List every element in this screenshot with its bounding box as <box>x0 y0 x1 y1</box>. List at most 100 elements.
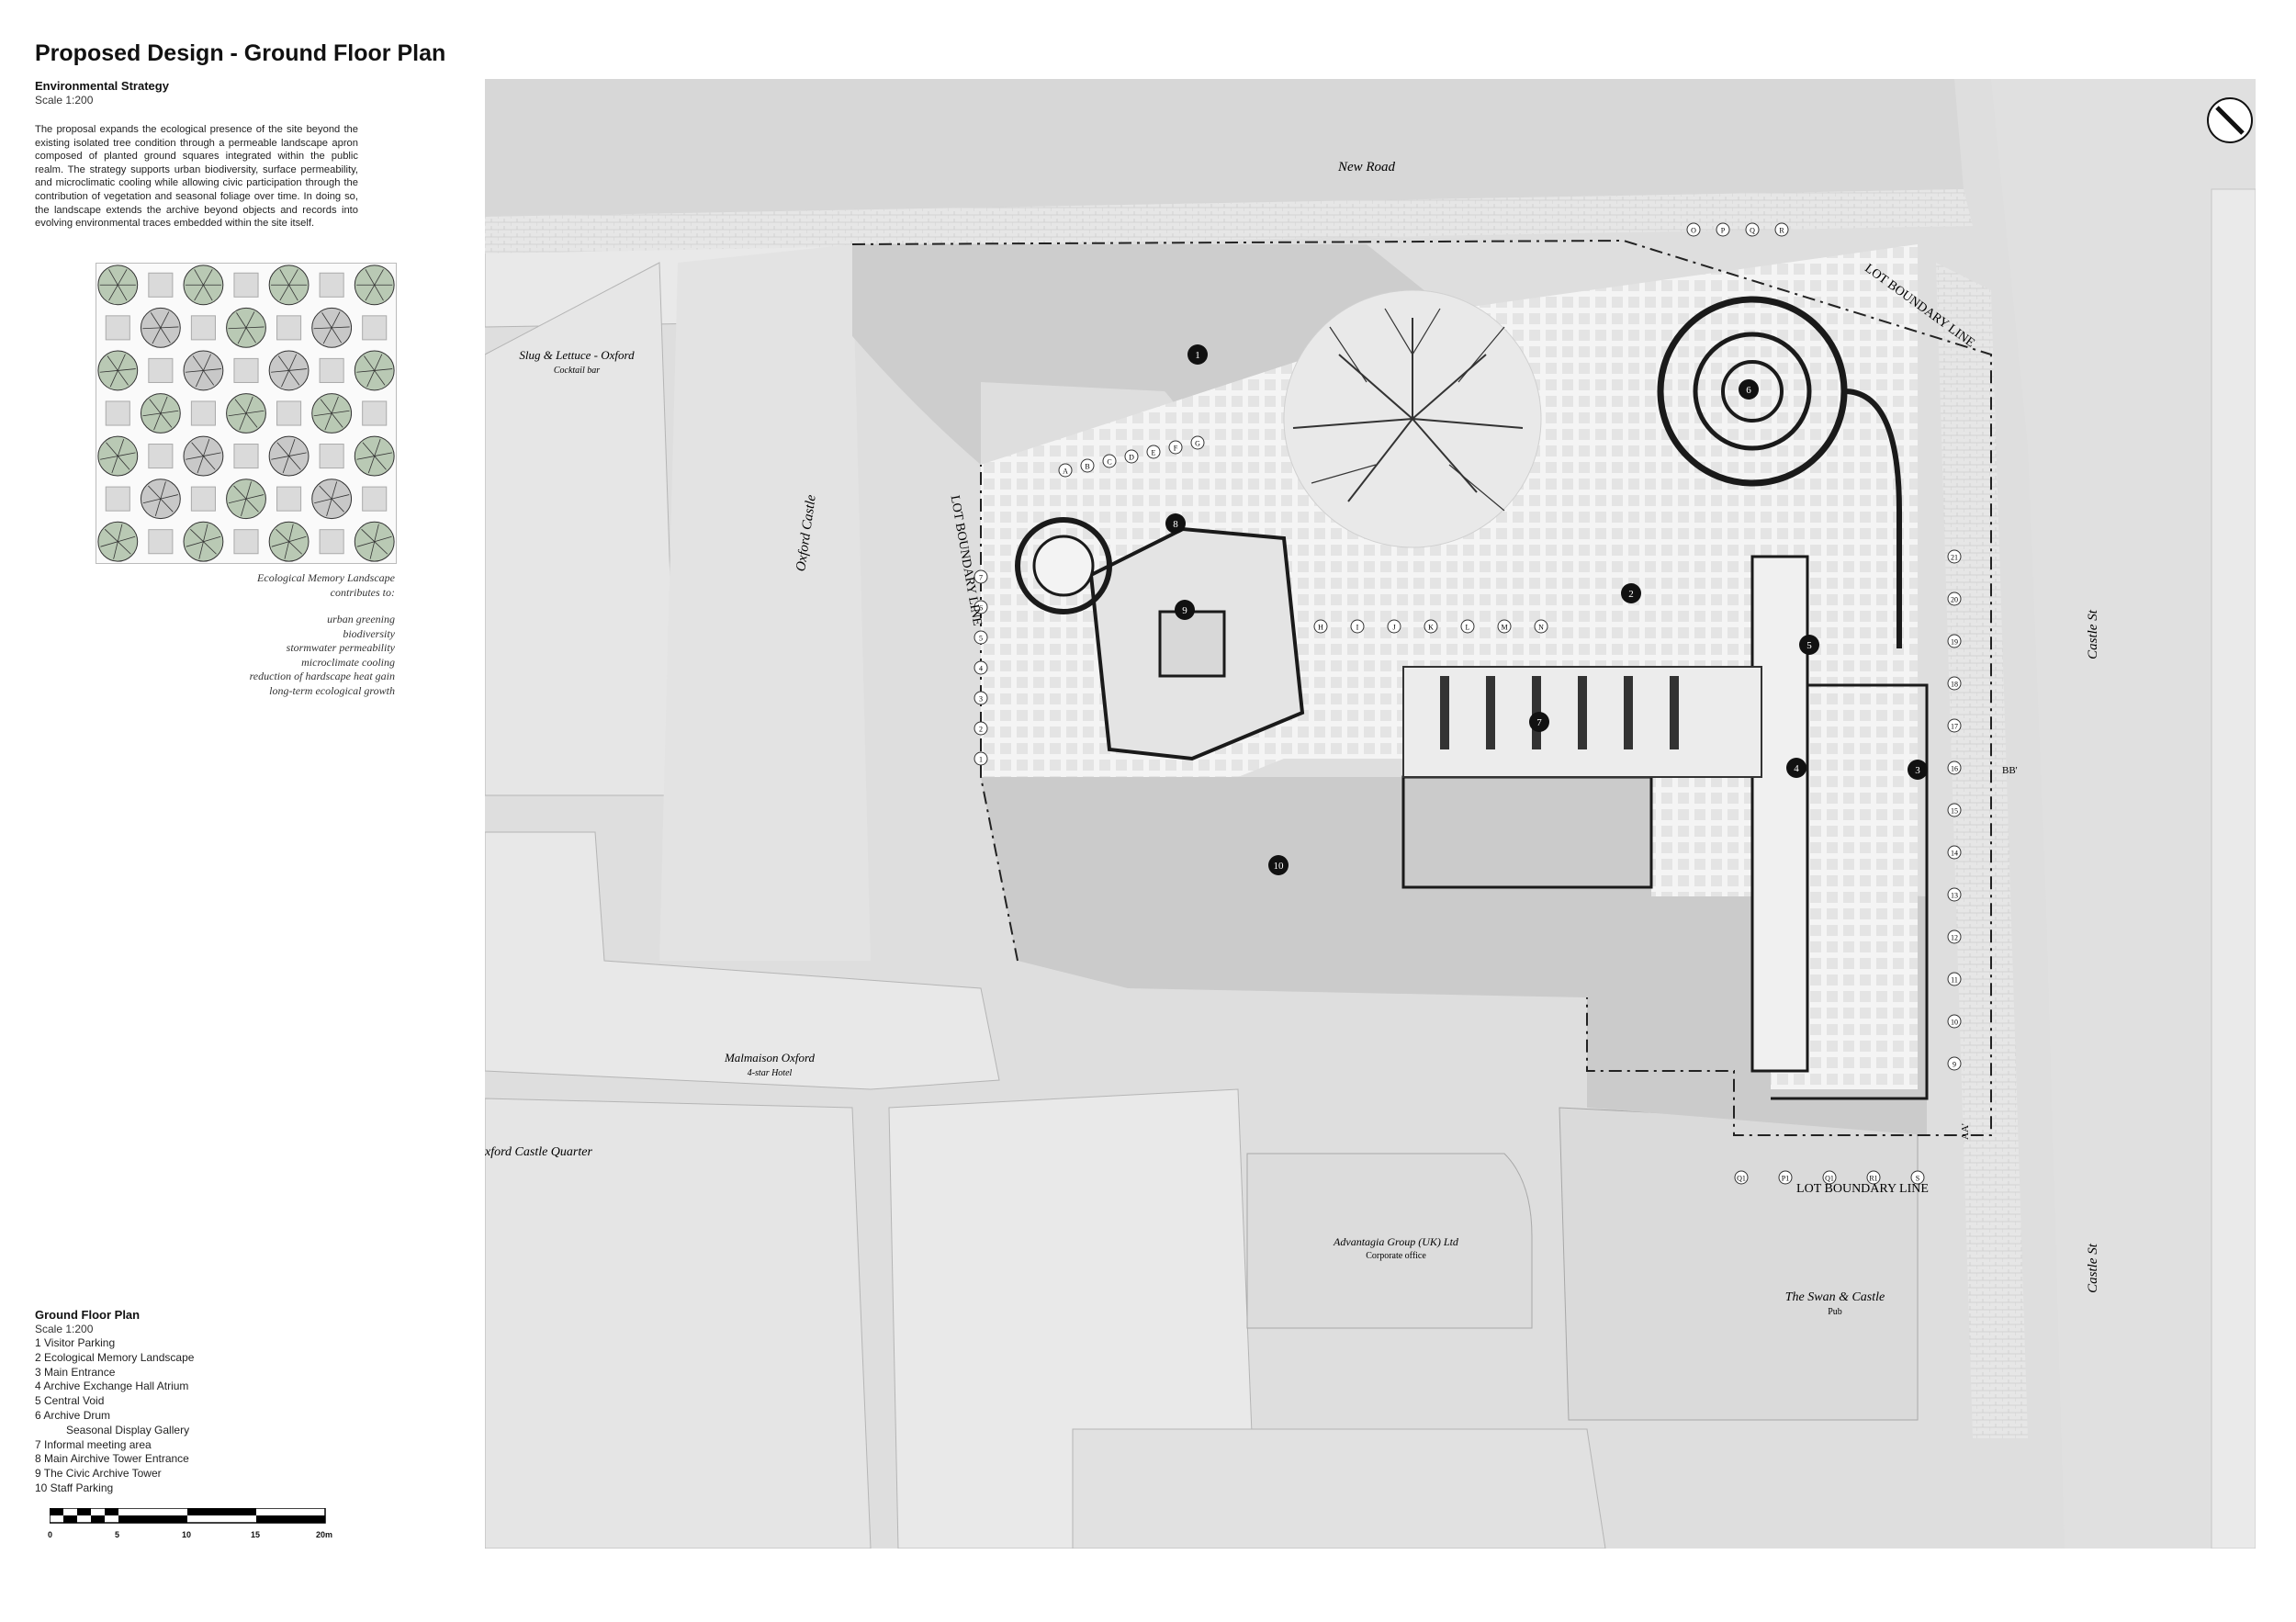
svg-text:1: 1 <box>1195 350 1200 361</box>
legend-item: 10 Staff Parking <box>35 1481 114 1494</box>
svg-text:R1: R1 <box>1869 1175 1877 1183</box>
grid-axis-bubble: P <box>1716 222 1730 237</box>
svg-text:9: 9 <box>1182 605 1187 616</box>
legend-item: 7 Informal meeting area <box>35 1437 152 1451</box>
eco-item: biodiversity <box>343 626 395 640</box>
building-swan-castle <box>1559 1107 1919 1421</box>
label-slug-lettuce: Slug & Lettuce - Oxford <box>519 348 635 362</box>
grid-axis-bubble: 20 <box>1947 591 1962 606</box>
svg-text:18: 18 <box>1951 681 1958 689</box>
svg-text:10: 10 <box>1951 1019 1958 1027</box>
building-malmaison <box>485 831 1000 1090</box>
ground-square <box>319 529 344 555</box>
grid-axis-bubble: E <box>1146 445 1161 459</box>
grid-axis-bubble: 4 <box>974 660 988 675</box>
eco-memory-contributes: contributes to: <box>330 585 395 599</box>
grid-axis-bubble: Q1 <box>1734 1170 1749 1185</box>
grid-axis-bubble: G <box>1190 435 1205 450</box>
legend-item: 9 The Civic Archive Tower <box>35 1467 162 1481</box>
grid-axis-bubble: L <box>1460 619 1475 634</box>
plan-marker-10: 10 <box>1268 855 1289 875</box>
grid-axis-bubble: 15 <box>1947 803 1962 817</box>
ground-square <box>276 486 302 512</box>
grid-axis-bubble: N <box>1534 619 1548 634</box>
svg-text:C: C <box>1107 458 1111 467</box>
label-new-road: New Road <box>1337 160 1396 175</box>
grid-axis-bubble: H <box>1313 619 1328 634</box>
building-slug-lettuce <box>485 262 679 796</box>
svg-text:2: 2 <box>979 726 983 734</box>
ground-floor-plan-heading: Ground Floor Plan <box>35 1308 141 1322</box>
legend-item: Seasonal Display Gallery <box>66 1423 190 1436</box>
svg-text:14: 14 <box>1951 850 1958 858</box>
ground-square <box>276 400 302 426</box>
label-section-bb: BB' <box>2002 765 2018 776</box>
svg-text:16: 16 <box>1951 765 1958 773</box>
svg-text:P1: P1 <box>1782 1175 1789 1183</box>
svg-text:4: 4 <box>979 665 983 673</box>
svg-text:F: F <box>1174 445 1178 453</box>
grid-axis-bubble: 11 <box>1947 972 1962 986</box>
grid-axis-bubble: 17 <box>1947 718 1962 733</box>
grid-axis-bubble: B <box>1080 458 1095 473</box>
ground-square <box>190 486 216 512</box>
svg-text:R: R <box>1779 227 1784 235</box>
grid-axis-bubble: 9 <box>1947 1056 1962 1071</box>
planting-grid-diagram <box>96 263 397 564</box>
svg-text:7: 7 <box>1536 717 1542 728</box>
svg-text:Q: Q <box>1750 227 1755 235</box>
grid-axis-bubble: 7 <box>974 569 988 584</box>
grid-axis-bubble: 21 <box>1947 549 1962 564</box>
plan-marker-1: 1 <box>1187 344 1208 365</box>
grid-axis-bubble: F <box>1168 440 1183 455</box>
existing-tree <box>1292 308 1524 512</box>
ground-square <box>190 400 216 426</box>
svg-text:S: S <box>1916 1175 1919 1183</box>
lot-boundary <box>851 239 1992 1136</box>
ground-square <box>105 486 130 512</box>
eco-item: microclimate cooling <box>301 655 395 669</box>
plan-marker-3: 3 <box>1908 760 1928 780</box>
grid-axis-bubble: 6 <box>974 600 988 614</box>
svg-text:15: 15 <box>1951 807 1958 816</box>
ground-square <box>362 486 388 512</box>
grid-axis-bubble: 18 <box>1947 676 1962 691</box>
svg-text:19: 19 <box>1951 638 1958 647</box>
label-slug-lettuce-sub: Cocktail bar <box>554 366 600 376</box>
ground-square <box>319 272 344 298</box>
ground-square <box>190 315 216 341</box>
plan-legend: 1 Visitor Parking 2 Ecological Memory La… <box>35 1336 194 1496</box>
svg-text:5: 5 <box>1806 640 1812 651</box>
north-arrow <box>2207 97 2253 143</box>
tower-entrance-drum <box>1015 517 1112 614</box>
svg-text:3: 3 <box>979 695 983 704</box>
grid-axis-bubble: 3 <box>974 691 988 705</box>
label-malmaison-sub: 4-star Hotel <box>748 1068 793 1078</box>
scale-label: 10 <box>182 1530 192 1539</box>
svg-text:A: A <box>1063 467 1068 476</box>
ground-square <box>233 357 259 383</box>
svg-text:17: 17 <box>1951 723 1958 731</box>
plan-marker-4: 4 <box>1786 758 1806 778</box>
grid-axis-bubble: C <box>1102 454 1117 468</box>
plan-marker-5: 5 <box>1799 635 1819 655</box>
svg-text:21: 21 <box>1951 554 1958 562</box>
eco-memory-title: Ecological Memory Landscape <box>257 571 395 584</box>
svg-text:3: 3 <box>1915 765 1920 776</box>
legend-item: 2 Ecological Memory Landscape <box>35 1350 195 1364</box>
ground-square <box>105 315 130 341</box>
grid-axis-bubble: S <box>1910 1170 1925 1185</box>
svg-text:2: 2 <box>1628 589 1634 600</box>
ground-square <box>148 357 174 383</box>
ground-square <box>105 400 130 426</box>
svg-text:G: G <box>1195 440 1200 448</box>
svg-text:P: P <box>1721 227 1726 235</box>
archive-drum <box>1657 296 1902 648</box>
label-section-aa: AA' <box>1960 1123 1971 1140</box>
plan-marker-9: 9 <box>1175 600 1195 620</box>
scale-label: 5 <box>115 1530 120 1539</box>
svg-text:6: 6 <box>1746 385 1751 396</box>
svg-text:O: O <box>1691 227 1696 235</box>
grid-axis-bubble: M <box>1497 619 1512 634</box>
eco-item: long-term ecological growth <box>269 683 395 697</box>
